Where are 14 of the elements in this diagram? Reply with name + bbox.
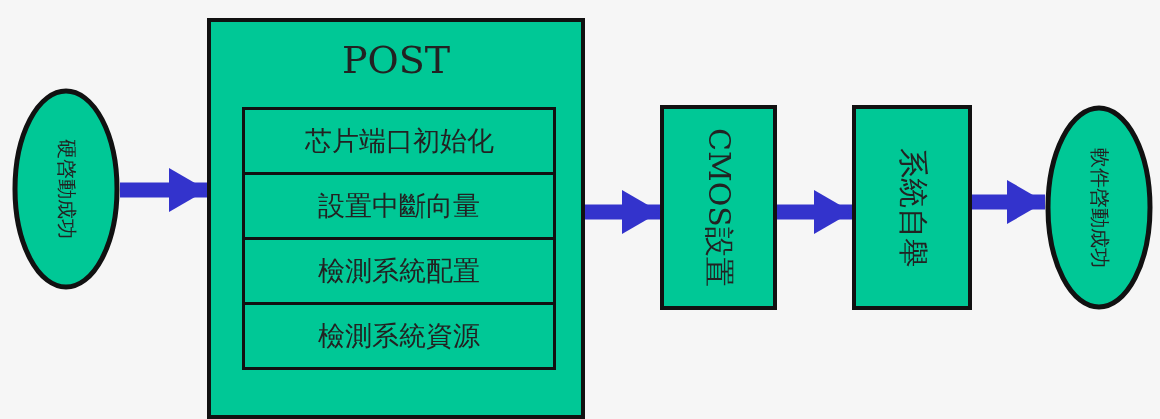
arrow bbox=[120, 168, 207, 212]
step-box: 檢測系統配置 bbox=[242, 237, 556, 305]
arrow bbox=[777, 190, 852, 234]
post-box bbox=[207, 18, 585, 419]
box-heading: POST bbox=[341, 38, 451, 82]
process-box: CMOS設置 bbox=[660, 105, 777, 310]
step-box: 檢測系統資源 bbox=[242, 302, 556, 370]
process-box: 系統自舉 bbox=[852, 105, 972, 310]
arrow bbox=[972, 180, 1045, 224]
start-ellipse: 硬啓動成功 bbox=[12, 88, 120, 290]
step-box: 芯片端口初始化 bbox=[242, 107, 556, 175]
arrow bbox=[585, 190, 660, 234]
step-box: 設置中斷向量 bbox=[242, 172, 556, 240]
end-ellipse: 軟件啓動成功 bbox=[1045, 105, 1153, 310]
